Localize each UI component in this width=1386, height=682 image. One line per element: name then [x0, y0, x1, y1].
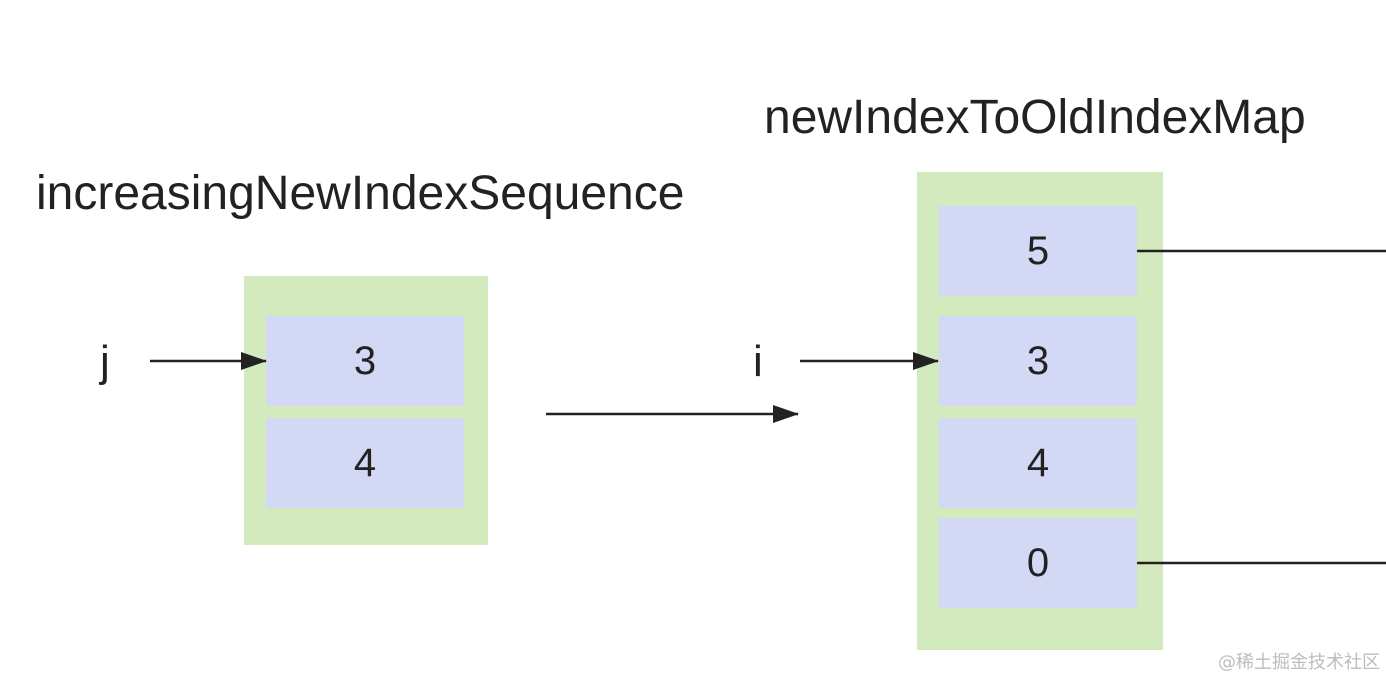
- map-cell: 5: [939, 206, 1137, 296]
- map-cell: 3: [939, 316, 1137, 406]
- map-cell: 0: [939, 518, 1137, 608]
- sequence-cell: 3: [266, 316, 464, 406]
- pointer-i-label: i: [753, 337, 763, 386]
- index-map-array: 5 3 4 0: [917, 172, 1163, 650]
- pointer-j-label: j: [100, 337, 110, 386]
- watermark: @稀土掘金技术社区: [1218, 652, 1380, 673]
- index-map-title: newIndexToOldIndexMap: [764, 91, 1306, 144]
- increasing-sequence-title: increasingNewIndexSequence: [36, 167, 685, 220]
- sequence-cell: 4: [266, 418, 464, 508]
- increasing-sequence-array: 3 4: [244, 276, 488, 545]
- map-cell: 4: [939, 418, 1137, 508]
